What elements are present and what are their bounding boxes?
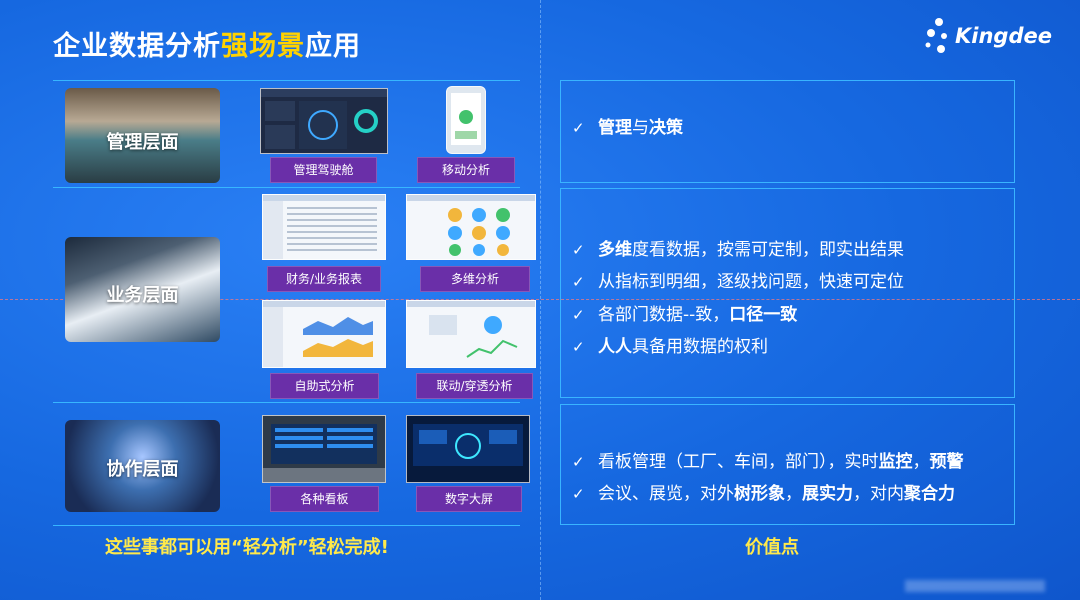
- tag-mobile: 移动分析: [417, 157, 515, 183]
- value-line: ✓人人具备用数据的权利: [572, 337, 768, 357]
- brand-name: Kingdee: [955, 24, 1052, 48]
- title-highlight: 强场景: [221, 31, 305, 62]
- slide-title: 企业数据分析强场景应用: [53, 24, 361, 63]
- separator: [53, 525, 520, 526]
- blurred-watermark: [905, 580, 1045, 592]
- category-label: 业务层面: [106, 285, 179, 306]
- drill-thumbnail: [406, 300, 536, 368]
- check-icon: ✓: [572, 306, 585, 324]
- tag-multidim: 多维分析: [420, 266, 530, 292]
- check-icon: ✓: [572, 453, 585, 471]
- factory-board-icon: [263, 424, 385, 482]
- separator: [53, 80, 520, 81]
- check-icon: ✓: [572, 119, 585, 137]
- value-line: ✓看板管理（工厂、车间，部门），实时监控，预警: [572, 452, 964, 472]
- value-box-collaboration: [560, 404, 1015, 525]
- area-chart-icon: [263, 301, 385, 367]
- separator: [53, 402, 520, 403]
- mobile-thumbnail: [446, 86, 486, 154]
- vertical-guide: [540, 0, 541, 600]
- category-label: 管理层面: [106, 132, 179, 153]
- tag-boards: 各种看板: [270, 486, 379, 512]
- category-business: 业务层面: [65, 237, 220, 342]
- check-icon: ✓: [572, 485, 585, 503]
- mobile-phone-icon: [451, 93, 481, 145]
- check-icon: ✓: [572, 338, 585, 356]
- category-label: 协作层面: [106, 459, 179, 480]
- value-line: ✓会议、展览，对外树形象，展实力，对内聚合力: [572, 484, 955, 504]
- boards-thumbnail: [262, 415, 386, 483]
- title-part2: 应用: [305, 31, 361, 62]
- tag-bigscreen: 数字大屏: [416, 486, 522, 512]
- title-part1: 企业数据分析: [53, 31, 221, 62]
- linked-charts-icon: [407, 301, 535, 358]
- value-line: ✓从指标到明细，逐级找问题，快速可定位: [572, 272, 904, 292]
- category-management: 管理层面: [65, 88, 220, 183]
- tag-drill: 联动/穿透分析: [416, 373, 533, 399]
- value-line: ✓多维度看数据，按需可定制，即实出结果: [572, 240, 904, 260]
- multidim-thumbnail: [406, 194, 536, 260]
- footer-left-caption: 这些事都可以用“轻分析”轻松完成!: [105, 537, 389, 558]
- check-icon: ✓: [572, 273, 585, 291]
- bigscreen-thumbnail: [406, 415, 530, 483]
- cockpit-dashboard-icon: [261, 89, 387, 149]
- value-box-business: [560, 188, 1015, 398]
- table-report-icon: [263, 195, 385, 259]
- kingdee-logo-icon: [925, 18, 947, 53]
- value-line: ✓各部门数据--致，口径一致: [572, 305, 798, 325]
- horizontal-guide: [0, 299, 1080, 300]
- tag-reports: 财务/业务报表: [267, 266, 381, 292]
- separator: [53, 187, 520, 188]
- tag-selfservice: 自助式分析: [270, 373, 379, 399]
- value-box-management: [560, 80, 1015, 183]
- selfservice-thumbnail: [262, 300, 386, 368]
- category-collaboration: 协作层面: [65, 420, 220, 512]
- check-icon: ✓: [572, 241, 585, 259]
- value-line: ✓管理与决策: [572, 118, 683, 138]
- pie-grid-icon: [407, 195, 535, 256]
- reports-thumbnail: [262, 194, 386, 260]
- cockpit-thumbnail: [260, 88, 388, 154]
- footer-right-caption: 价值点: [745, 537, 799, 558]
- tag-cockpit: 管理驾驶舱: [270, 157, 377, 183]
- big-screen-icon: [413, 424, 523, 466]
